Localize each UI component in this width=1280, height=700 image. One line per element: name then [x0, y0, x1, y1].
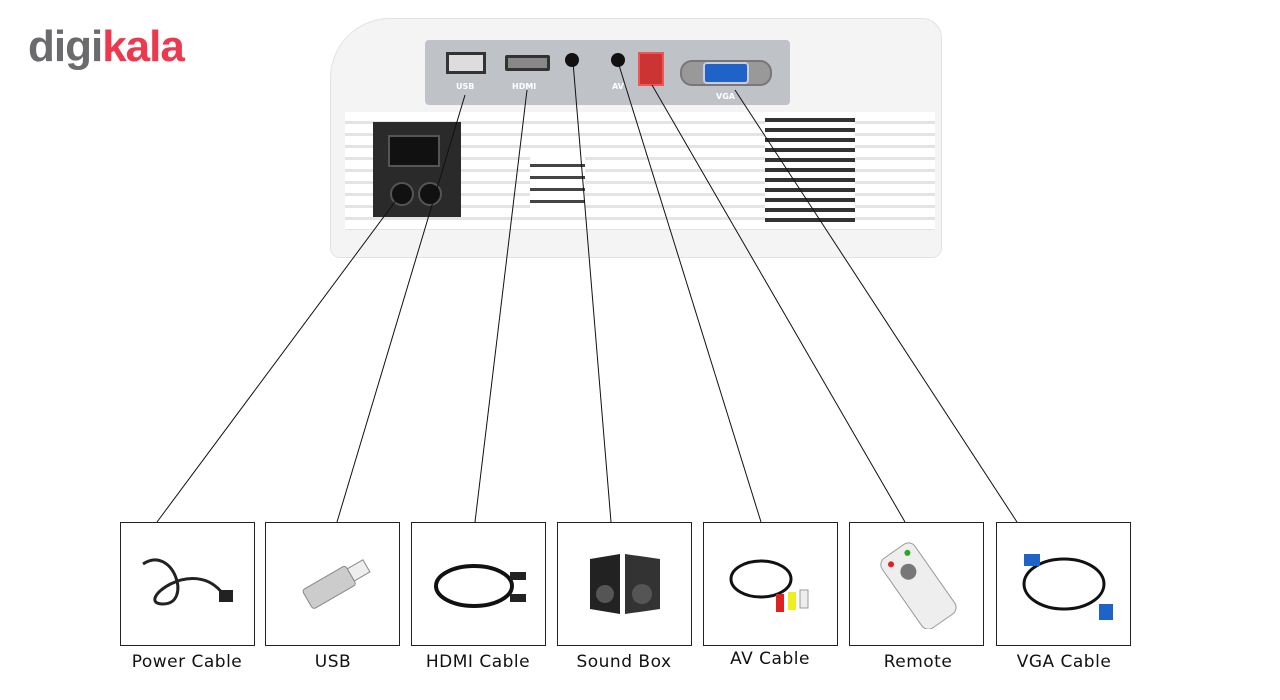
- accessory-usb: [265, 522, 400, 646]
- line-remote: [651, 84, 906, 523]
- audio-jack: [565, 53, 579, 67]
- caption-av-cable: AV Cable: [730, 649, 810, 669]
- line-usb: [336, 94, 466, 523]
- remote-icon: [879, 542, 957, 629]
- speaker-icon: [589, 554, 660, 614]
- accessory-sound-box: [557, 522, 692, 646]
- av-cable-icon: [729, 559, 808, 612]
- caption-vga-cable: VGA Cable: [1016, 652, 1112, 672]
- line-vga: [734, 89, 1018, 523]
- usb-port-label: USB: [456, 82, 475, 91]
- caption-remote: Remote: [883, 652, 953, 672]
- power-cable-icon: [141, 558, 233, 606]
- line-hdmi: [474, 89, 528, 523]
- usb-port: [446, 52, 486, 74]
- vga-port: [703, 62, 749, 84]
- accessory-remote: [849, 522, 984, 646]
- hdmi-cable-icon: [433, 564, 526, 608]
- line-av: [617, 61, 762, 523]
- accessory-hdmi-cable: [411, 522, 546, 646]
- digikala-logo: digikala: [28, 22, 185, 71]
- line-audio: [572, 61, 612, 523]
- vent-grill-small: [530, 155, 585, 210]
- accessory-power-cable: [120, 522, 255, 646]
- hdmi-port: [505, 55, 550, 71]
- usb-drive-icon: [302, 559, 371, 609]
- av-jack: [611, 53, 625, 67]
- power-socket-pin: [390, 182, 414, 206]
- hdmi-port-label: HDMI: [512, 82, 537, 91]
- accessory-av-cable: [703, 522, 838, 646]
- line-power: [156, 194, 401, 523]
- vga-port-label: VGA: [716, 92, 735, 101]
- caption-sound-box: Sound Box: [576, 652, 672, 672]
- caption-usb: USB: [314, 652, 352, 672]
- vga-cable-icon: [1022, 554, 1113, 620]
- caption-hdmi-cable: HDMI Cable: [425, 652, 531, 672]
- caption-power-cable: Power Cable: [131, 652, 243, 672]
- av-port-label: AV: [612, 82, 624, 91]
- vent-grill: [765, 112, 855, 222]
- ir-receiver: [638, 52, 664, 86]
- power-socket-pin: [418, 182, 442, 206]
- accessory-vga-cable: [996, 522, 1131, 646]
- power-switch: [388, 135, 440, 167]
